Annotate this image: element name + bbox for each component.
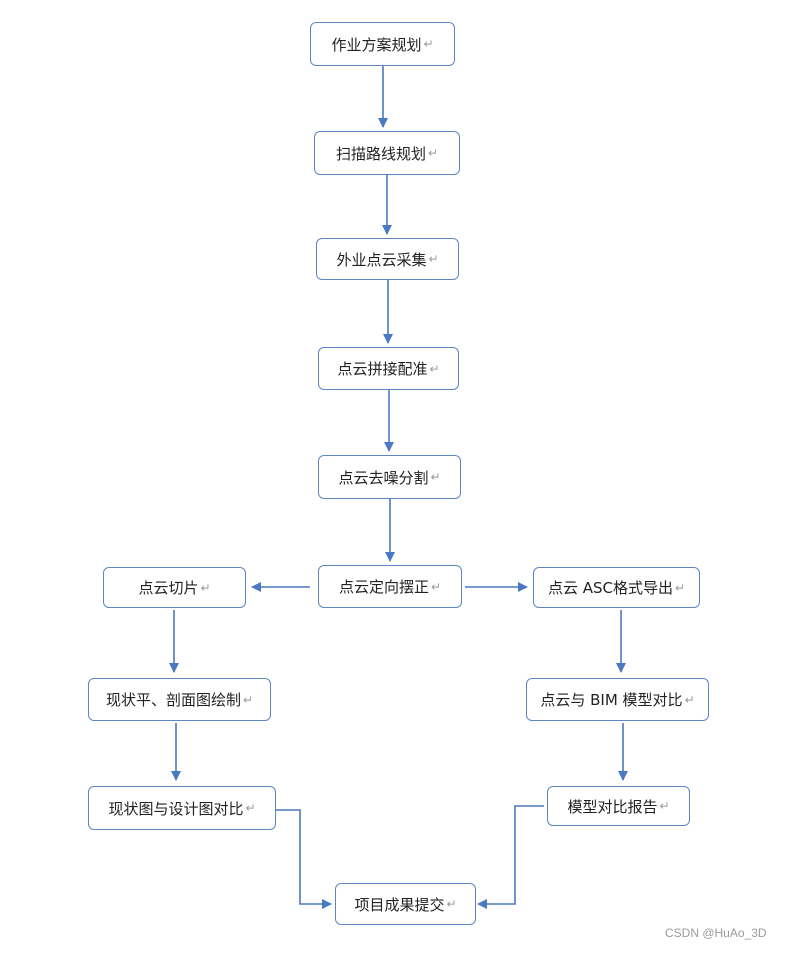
node-plan-label: 作业方案规划 — [331, 35, 422, 54]
node-draw: 现状平、剖面图绘制↵ — [88, 678, 271, 721]
node-slice-label: 点云切片 — [138, 579, 199, 597]
paragraph-mark: ↵ — [430, 579, 442, 594]
paragraph-mark: ↵ — [684, 692, 695, 707]
node-export: 点云 ASC格式导出↵ — [533, 567, 700, 608]
node-slice: 点云切片↵ — [103, 567, 246, 608]
paragraph-mark: ↵ — [200, 580, 211, 595]
paragraph-mark: ↵ — [242, 692, 254, 707]
node-register-label: 点云拼接配准 — [337, 360, 428, 378]
paragraph-mark: ↵ — [428, 252, 439, 266]
paragraph-mark: ↵ — [427, 146, 439, 160]
node-route: 扫描路线规划↵ — [314, 131, 460, 175]
node-collect: 外业点云采集↵ — [316, 238, 459, 280]
node-submit-label: 项目成果提交 — [354, 895, 445, 914]
node-draw-label: 现状平、剖面图绘制 — [105, 691, 241, 709]
edge-compare-design-submit — [276, 809, 332, 909]
node-compare-bim: 点云与 BIM 模型对比↵ — [526, 678, 709, 721]
node-plan: 作业方案规划↵ — [310, 22, 455, 66]
node-orient: 点云定向摆正↵ — [318, 565, 462, 608]
node-denoise: 点云去噪分割↵ — [318, 455, 461, 499]
node-denoise-label: 点云去噪分割 — [338, 468, 429, 487]
node-route-label: 扫描路线规划 — [335, 144, 426, 163]
paragraph-mark: ↵ — [245, 801, 256, 815]
node-export-label: 点云 ASC格式导出 — [547, 579, 673, 597]
watermark-text: CSDN @HuAo_3D — [665, 926, 767, 940]
paragraph-mark: ↵ — [659, 799, 670, 813]
node-submit: 项目成果提交↵ — [335, 883, 476, 925]
paragraph-mark: ↵ — [446, 897, 457, 911]
node-compare-design-label: 现状图与设计图对比 — [108, 799, 244, 818]
node-compare-bim-label: 点云与 BIM 模型对比 — [540, 691, 683, 709]
paragraph-mark: ↵ — [429, 361, 440, 376]
node-compare-design: 现状图与设计图对比↵ — [88, 786, 276, 830]
node-collect-label: 外业点云采集 — [336, 250, 427, 269]
node-report: 模型对比报告↵ — [547, 786, 690, 826]
edge-report-submit — [477, 805, 544, 909]
node-register: 点云拼接配准↵ — [318, 347, 459, 390]
node-report-label: 模型对比报告 — [567, 797, 658, 816]
paragraph-mark: ↵ — [674, 580, 686, 595]
paragraph-mark: ↵ — [430, 470, 441, 484]
node-orient-label: 点云定向摆正 — [338, 578, 429, 596]
paragraph-mark: ↵ — [423, 37, 434, 51]
